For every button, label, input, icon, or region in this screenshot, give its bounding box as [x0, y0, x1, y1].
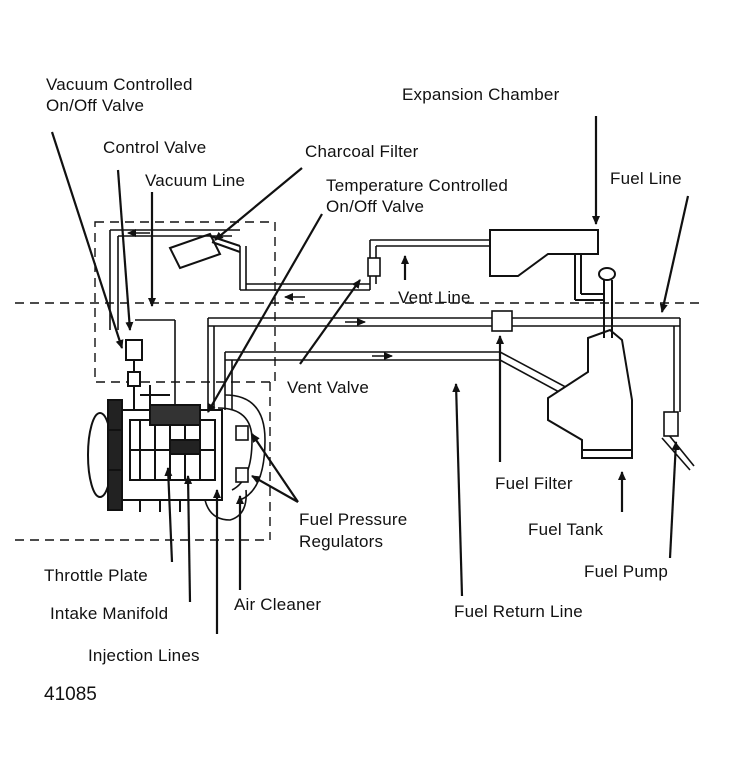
figure-number: 41085 — [44, 684, 97, 705]
intake-manifold-label: Intake Manifold — [50, 604, 169, 623]
expansion-chamber-label: Expansion Chamber — [402, 85, 560, 104]
vacuum-controlled-valve-label-line2: On/Off Valve — [46, 96, 145, 115]
air-cleaner-label: Air Cleaner — [234, 595, 322, 614]
fuel-tank-label: Fuel Tank — [528, 520, 604, 539]
vent-valve-label: Vent Valve — [287, 378, 370, 397]
temperature-valve-label-line1: Temperature Controlled — [326, 176, 509, 195]
temperature-valve-label-line2: On/Off Valve — [326, 197, 425, 216]
flow-arrows — [127, 229, 393, 360]
callout-arrows — [50, 116, 690, 634]
expansion-chamber-shape — [489, 229, 604, 301]
vacuum-line-label: Vacuum Line — [145, 171, 246, 190]
charcoal-filter-shape — [168, 232, 241, 270]
fuel-pressure-regulators-label-line2: Regulators — [299, 532, 384, 551]
charcoal-filter-label: Charcoal Filter — [305, 142, 419, 161]
vent-line-label: Vent Line — [398, 288, 471, 307]
engine-shape — [87, 339, 223, 512]
fuel-filter-label: Fuel Filter — [495, 474, 573, 493]
control-valve-label: Control Valve — [103, 138, 207, 157]
fuel-return-line-label: Fuel Return Line — [454, 602, 583, 621]
vacuum-lines — [109, 229, 370, 405]
throttle-plate-label: Throttle Plate — [44, 566, 148, 585]
fuel-pump-label: Fuel Pump — [584, 562, 669, 581]
vacuum-controlled-valve-label-line1: Vacuum Controlled — [46, 75, 193, 94]
fuel-line-label: Fuel Line — [610, 169, 682, 188]
fuel-pressure-regulators-label-line1: Fuel Pressure — [299, 510, 408, 529]
vent-line — [367, 239, 490, 290]
injection-lines-label: Injection Lines — [88, 646, 200, 665]
fuel-tank-shape — [547, 267, 633, 459]
